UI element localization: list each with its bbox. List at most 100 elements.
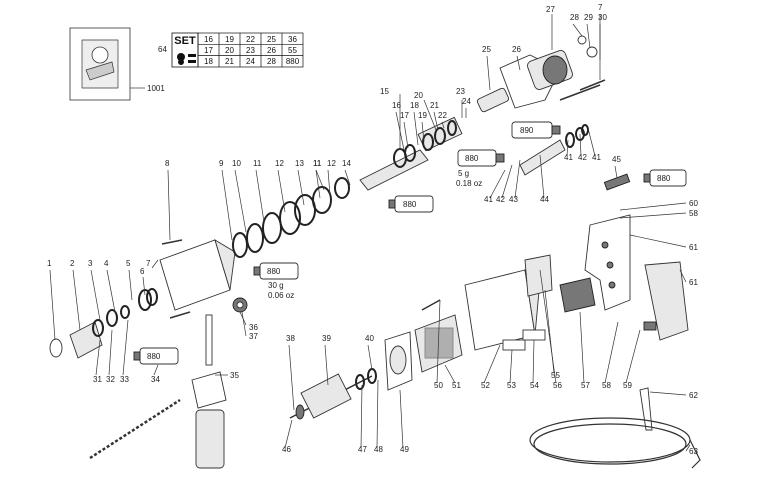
set-table-cell: 880	[286, 57, 300, 66]
callout-label: 26	[512, 45, 521, 54]
callout-leader-line	[142, 276, 146, 296]
callout-leader-line	[572, 23, 583, 37]
set-table-label: SET	[174, 35, 196, 47]
callout-label: 42	[578, 153, 587, 162]
callout-label: 48	[374, 445, 383, 454]
callout-label: 62	[689, 391, 698, 400]
callout-label: 36	[249, 323, 258, 332]
carbon-brushes	[603, 173, 631, 191]
callout-label: 38	[286, 334, 295, 343]
callout-label: 11	[313, 159, 322, 168]
power-cable	[529, 387, 701, 469]
callout-leader-line	[234, 169, 247, 233]
set-table-cell: 28	[267, 57, 276, 66]
callout-leader-line	[344, 169, 351, 186]
callout-label: 7	[146, 259, 151, 268]
callout-leader-line	[360, 384, 363, 449]
callout-leader-line	[167, 169, 171, 241]
callout-label: 8	[165, 159, 170, 168]
grease-tube-top: 880 5 g 0.18 oz	[456, 149, 505, 188]
callout-label: 37	[249, 332, 258, 341]
callout-leader-line	[614, 165, 618, 179]
side-handle	[89, 314, 227, 469]
callout-label: 49	[400, 445, 409, 454]
callout-leader-line	[221, 169, 233, 241]
callout-leader-line	[288, 344, 295, 411]
set-table-cell: 18	[204, 57, 213, 66]
callout-leader-line	[413, 111, 419, 146]
callout-label: 3	[88, 259, 93, 268]
callout-label: 15	[380, 87, 389, 96]
callout-label: 31	[93, 375, 102, 384]
callout-label: 63	[689, 447, 698, 456]
callout-label: 41	[592, 153, 601, 162]
callout-label: 57	[581, 381, 590, 390]
grease-tube-left-label: 880	[147, 352, 161, 361]
piston-assembly	[359, 116, 463, 191]
callout-label: 42	[496, 195, 505, 204]
callout-label: 11	[253, 159, 262, 168]
callout-label: 12	[275, 159, 284, 168]
handle-left	[584, 214, 631, 311]
grease-tube-890: 890	[511, 121, 561, 139]
callout-leader-line	[514, 159, 521, 199]
callout-leader-line	[367, 344, 373, 371]
callout-label: 43	[509, 195, 518, 204]
grease-amount-mid: 30 g	[268, 281, 284, 290]
set-table-cell: 55	[288, 46, 297, 55]
callout-label: 35	[230, 371, 239, 380]
callout-leader-line	[685, 444, 691, 452]
grease-tube-mid-label: 880	[403, 200, 417, 209]
callout-label: 22	[438, 111, 447, 120]
grease-amount-mid-oz: 0.06 oz	[268, 291, 294, 300]
grease-tube-right: 880	[643, 169, 687, 187]
callout-leader-line	[327, 169, 331, 196]
callout-label: 61	[689, 243, 698, 252]
callout-leader-line	[441, 121, 445, 129]
callout-leader-line	[619, 212, 687, 219]
handle-right	[643, 261, 689, 341]
grease-tube-barrel-label: 880	[267, 267, 281, 276]
set-table-cell: 36	[288, 35, 297, 44]
callout-leader-line	[516, 55, 521, 71]
callout-leader-line	[403, 121, 409, 149]
callout-leader-line	[625, 329, 641, 384]
callout-leader-line	[679, 269, 687, 283]
callout-label: 52	[481, 381, 490, 390]
callout-leader-line	[151, 259, 159, 269]
callout-label: 56	[553, 381, 562, 390]
set-table-cell: 16	[204, 35, 213, 44]
grease-tube-890-label: 890	[520, 126, 534, 135]
callout-label: 30	[598, 13, 607, 22]
callout-label: 50	[434, 381, 443, 390]
callout-label: 11	[313, 159, 322, 168]
chuck-parts	[49, 288, 158, 359]
inset-ref-label: 1001	[147, 84, 165, 93]
grease-tube-top-label: 880	[465, 154, 479, 163]
callout-leader-line	[629, 234, 687, 248]
callout-leader-line	[619, 202, 687, 211]
callout-leader-line	[395, 111, 405, 151]
switch-knob	[232, 297, 248, 313]
callout-label: 20	[414, 91, 423, 100]
callout-leader-line	[90, 269, 101, 321]
callout-leader-line	[604, 321, 619, 384]
callout-label: 1	[47, 259, 52, 268]
callout-label: 10	[232, 159, 241, 168]
callout-leader-line	[433, 111, 439, 131]
set-table-cell: 26	[267, 46, 276, 55]
callout-leader-line	[72, 269, 81, 331]
callout-leader-line	[315, 169, 325, 191]
set-table-cell: 17	[204, 46, 213, 55]
callout-leader-line	[587, 127, 596, 157]
callout-label: 18	[410, 101, 419, 110]
brush-holder	[502, 254, 553, 351]
callout-leader-line	[108, 329, 113, 376]
callout-leader-line	[586, 23, 591, 49]
callout-label: 25	[482, 45, 491, 54]
grease-amount-top: 5 g	[458, 169, 469, 178]
callout-label: 7	[598, 3, 603, 12]
set-table-ref: 64	[158, 45, 167, 54]
